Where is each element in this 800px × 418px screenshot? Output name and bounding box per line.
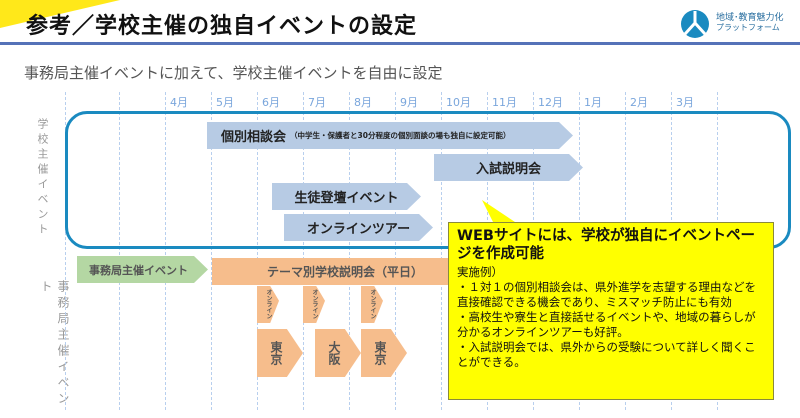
- month-label: 5月: [216, 96, 234, 109]
- month-label: 4月: [170, 96, 188, 109]
- event-name: 入試説明会: [475, 162, 541, 177]
- event-name: 個別相談会: [221, 130, 287, 145]
- grid-line: [349, 92, 350, 410]
- school-section-label: 学校主催イベント: [36, 118, 49, 238]
- event-name: テーマ別学校説明会（平日）: [267, 265, 424, 279]
- callout-item: ・高校生や寮生と直接話せるイベントや、地域の暮らしが分かるオンラインツアーも好評…: [457, 310, 756, 339]
- event-student-speaker: 生徒登壇イベント: [272, 183, 421, 210]
- month-label: 7月: [308, 96, 326, 109]
- grid-line: [65, 92, 66, 410]
- event-name: 大阪: [327, 341, 341, 365]
- grid-line: [257, 92, 258, 410]
- event-individual-consultation: 個別相談会 （中学生・保護者と30分程度の個別面談の場も独自に設定可能）: [207, 122, 573, 149]
- month-label: 10月: [446, 96, 471, 109]
- city-event-tokyo-1: 東京: [257, 329, 303, 377]
- grid-line: [119, 92, 120, 410]
- month-label: 2月: [630, 96, 648, 109]
- month-label: 6月: [262, 96, 280, 109]
- header-rule: [0, 42, 800, 45]
- page-title: 参考／学校主催の独自イベントの設定: [26, 14, 418, 39]
- office-section-label: 事務局主催イベント: [39, 280, 70, 408]
- callout-heading: WEBサイトには、学校が独自にイベントページを作成可能: [457, 228, 755, 262]
- event-online-tour: オンラインツアー: [284, 214, 433, 241]
- corner-accent: [0, 0, 120, 28]
- grid-line: [165, 92, 166, 410]
- month-label: 9月: [400, 96, 418, 109]
- month-label: 1月: [584, 96, 602, 109]
- grid-line: [395, 92, 396, 410]
- online-event-1: オンライン: [257, 286, 279, 323]
- event-name: 生徒登壇イベント: [294, 191, 399, 206]
- theme-briefing-bar: テーマ別学校説明会（平日）: [212, 258, 462, 285]
- grid-line: [441, 92, 442, 410]
- month-label: 8月: [354, 96, 372, 109]
- grid-line: [303, 92, 304, 410]
- grid-line: [211, 92, 212, 410]
- logo-subtext: プラットフォーム: [716, 23, 780, 32]
- month-label: 11月: [492, 96, 517, 109]
- callout-box: WEBサイトには、学校が独自にイベントページを作成可能 実施例） ・１対１の個別…: [448, 222, 774, 400]
- city-event-tokyo-2: 東京: [361, 329, 407, 377]
- event-name: オンライン: [311, 289, 318, 319]
- online-event-3: オンライン: [361, 286, 383, 323]
- event-name: 事務局主催イベント: [89, 263, 188, 277]
- callout-example-label: 実施例）: [457, 265, 503, 279]
- month-label: 3月: [676, 96, 694, 109]
- month-label: 12月: [538, 96, 563, 109]
- subtitle: 事務局主催イベントに加えて、学校主催イベントを自由に設定: [24, 64, 443, 82]
- logo: 地域･教育魅力化 プラットフォーム: [680, 8, 795, 40]
- logo-icon: [681, 10, 709, 38]
- callout-item: ・１対１の個別相談会は、県外進学を志望する理由などを直接確認できる機会であり、ミ…: [457, 280, 756, 309]
- online-event-2: オンライン: [303, 286, 325, 323]
- event-name: オンライン: [265, 289, 272, 319]
- school-events-frame: [65, 111, 791, 249]
- event-entrance-briefing: 入試説明会: [434, 154, 583, 181]
- callout-item: ・入試説明会では、県外からの受験について詳しく聞くことができる。: [457, 340, 756, 369]
- office-event-bar: 事務局主催イベント: [77, 256, 208, 283]
- event-name: 東京: [269, 341, 283, 365]
- event-note: （中学生・保護者と30分程度の個別面談の場も独自に設定可能）: [290, 131, 511, 140]
- event-name: オンライン: [369, 289, 376, 319]
- event-name: オンラインツアー: [306, 222, 411, 237]
- logo-text: 地域･教育魅力化: [716, 13, 784, 23]
- event-name: 東京: [373, 341, 387, 365]
- city-event-osaka: 大阪: [315, 329, 361, 377]
